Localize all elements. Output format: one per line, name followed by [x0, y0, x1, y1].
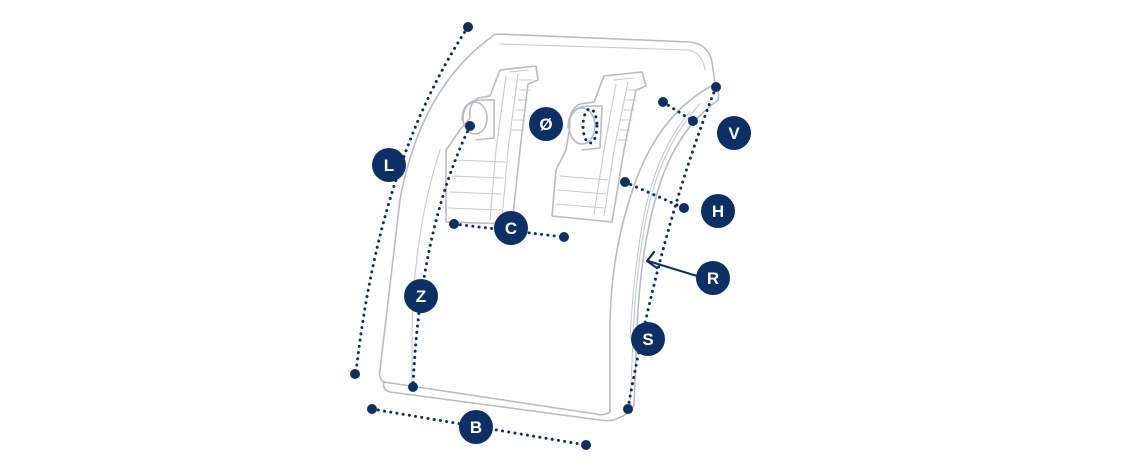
dim-endpoint-L-top: [463, 22, 473, 32]
right-mounting-bracket: [551, 71, 647, 223]
backrest-front-face: [378, 33, 716, 416]
label-H: H: [701, 194, 735, 228]
label-diameter-text: Ø: [539, 115, 552, 134]
backrest-illustration: [378, 33, 720, 422]
dim-endpoint-V-right: [688, 116, 698, 126]
label-R: R: [696, 261, 730, 295]
label-Z-text: Z: [416, 287, 426, 306]
hole-diameter-highlight: [581, 107, 599, 145]
dim-endpoint-C-left: [449, 219, 459, 229]
label-S: S: [631, 322, 665, 356]
label-V: V: [717, 116, 751, 150]
label-B-text: B: [470, 418, 482, 437]
label-H-text: H: [712, 202, 724, 221]
dim-line-V: [661, 100, 695, 123]
radius-arrowhead: [645, 250, 659, 270]
dim-endpoint-B-left: [367, 404, 377, 414]
dim-endpoint-S-top: [711, 82, 721, 92]
dim-endpoint-H-left: [620, 177, 630, 187]
dim-line-Z: [411, 124, 472, 388]
dim-endpoint-Z-top: [465, 121, 475, 131]
label-Z: Z: [404, 279, 438, 313]
dim-endpoint-H-right: [679, 203, 689, 213]
label-L: L: [372, 148, 406, 182]
dim-line-H: [623, 180, 686, 210]
label-diameter: Ø: [529, 107, 563, 141]
dim-endpoint-S-bottom: [623, 404, 633, 414]
dim-endpoint-B-right: [581, 440, 591, 450]
label-S-text: S: [642, 330, 653, 349]
dim-endpoint-Z-bottom: [408, 382, 418, 392]
dim-endpoint-C-right: [559, 232, 569, 242]
label-R-text: R: [707, 269, 719, 288]
backrest-top-edge: [499, 43, 706, 71]
backrest-inner-panel: [411, 149, 441, 391]
left-mounting-bracket: [445, 65, 539, 225]
backrest-side-groove-inner: [629, 111, 691, 341]
backrest-side-groove: [629, 103, 701, 406]
label-C-text: C: [505, 219, 517, 238]
label-L-text: L: [384, 156, 394, 175]
dim-endpoint-V-left: [658, 97, 668, 107]
radius-arrow: [646, 259, 699, 278]
label-C: C: [494, 211, 528, 245]
backrest-side-edge: [617, 83, 720, 419]
dim-endpoint-L-bottom: [350, 369, 360, 379]
label-B: B: [459, 410, 493, 444]
label-V-text: V: [728, 124, 740, 143]
backrest-bottom-edge: [382, 381, 619, 422]
